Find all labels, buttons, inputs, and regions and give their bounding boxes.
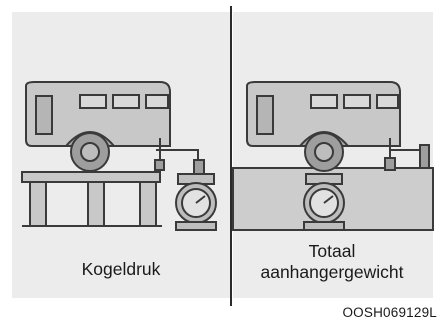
left-support-stands xyxy=(21,171,162,227)
right-jack xyxy=(384,157,396,171)
left-trailer-window xyxy=(112,94,140,109)
left-jack xyxy=(154,159,165,171)
left-trailer-door xyxy=(35,95,53,135)
right-trailer-window xyxy=(310,94,338,109)
right-trailer-window xyxy=(343,94,371,109)
left-panel-background xyxy=(12,12,230,298)
left-trailer-window xyxy=(145,94,169,109)
left-trailer-window xyxy=(79,94,107,109)
right-scale xyxy=(303,173,345,231)
right-wheel-hub xyxy=(314,142,334,162)
caption-total-trailer-weight-line2: aanhangergewicht xyxy=(260,262,404,282)
caption-tongue-weight: Kogeldruk xyxy=(81,259,161,279)
left-wheel-hub xyxy=(80,142,100,162)
caption-total-trailer-weight-line1: Totaal xyxy=(308,241,356,261)
right-trailer-window xyxy=(376,94,399,109)
right-trailer-illustration xyxy=(246,81,430,172)
left-trailer-illustration xyxy=(25,81,205,175)
left-coupling-post xyxy=(193,159,205,175)
right-coupling-post xyxy=(419,144,430,169)
right-trailer-door xyxy=(256,95,274,135)
figure-code: OOSH069129L xyxy=(342,305,437,320)
left-scale xyxy=(175,173,217,231)
